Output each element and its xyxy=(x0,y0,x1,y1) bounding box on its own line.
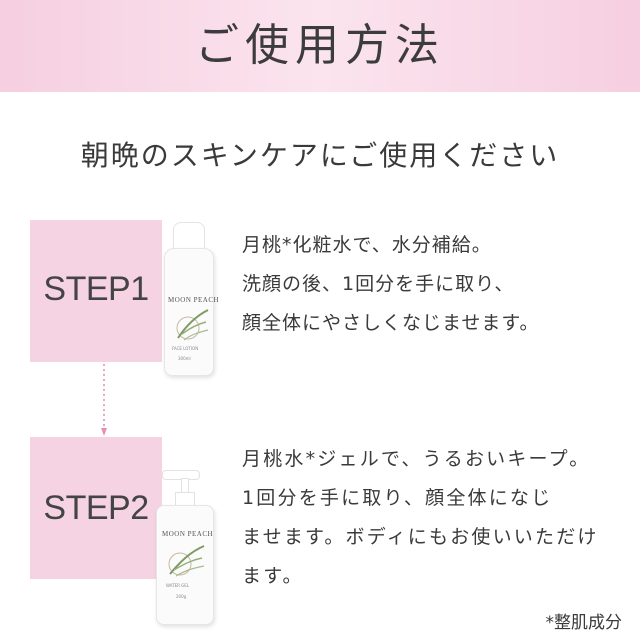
leaf-illustration-icon xyxy=(168,545,205,577)
step2-line: ます。 xyxy=(242,565,304,587)
bottle1-brand: MOON PEACH xyxy=(168,296,220,304)
down-arrow-icon xyxy=(101,364,107,436)
step1-box: STEP1 xyxy=(30,220,162,362)
step1-line: 洗顔の後、1回分を手に取り、 xyxy=(242,273,515,295)
subtitle: 朝晩のスキンケアにご使用ください xyxy=(80,139,560,172)
water-gel-bottle-image xyxy=(156,505,214,625)
step1-line: 顔全体にやさしくなじませます。 xyxy=(242,312,540,334)
bottle2-volume: 200g xyxy=(176,594,187,599)
footnote: *整肌成分 xyxy=(545,613,623,633)
step1-line: 月桃*化粧水で、水分補給。 xyxy=(242,234,492,256)
step1-label: STEP1 xyxy=(43,270,149,308)
bottle1-volume: 300ml xyxy=(178,356,191,361)
bottle2-brand: MOON PEACH xyxy=(162,530,214,538)
bottle1-type: FACE LOTION xyxy=(172,346,199,351)
leaf-illustration-icon xyxy=(176,309,209,341)
step1-description: 月桃*化粧水で、水分補給。洗顔の後、1回分を手に取り、顔全体にやさしくなじませま… xyxy=(242,226,540,343)
header-banner xyxy=(0,0,640,92)
step2-label: STEP2 xyxy=(43,489,149,527)
step2-box: STEP2 xyxy=(30,437,162,579)
page-title: ご使用方法 xyxy=(195,20,445,71)
step2-description: 月桃水*ジェルで、うるおいキープ。 1回分を手に取り、顔全体になじませます。ボディ… xyxy=(242,440,599,596)
step2-line: 1回分を手に取り、顔全体になじ xyxy=(242,487,553,509)
lotion-bottle-cap xyxy=(173,222,205,252)
step2-line: ませます。ボディにもお使いいただけ xyxy=(242,526,599,548)
step2-line: 月桃水*ジェルで、うるおいキープ。 xyxy=(242,448,591,470)
bottle2-type: WATER GEL xyxy=(166,583,190,588)
